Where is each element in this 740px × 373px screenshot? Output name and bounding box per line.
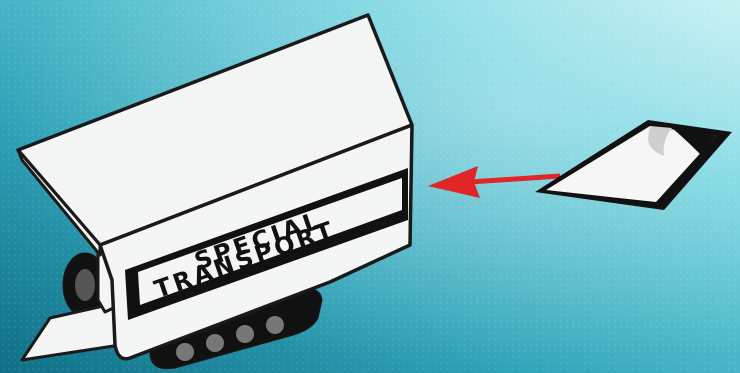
trailer-rear-edge: [410, 125, 412, 245]
